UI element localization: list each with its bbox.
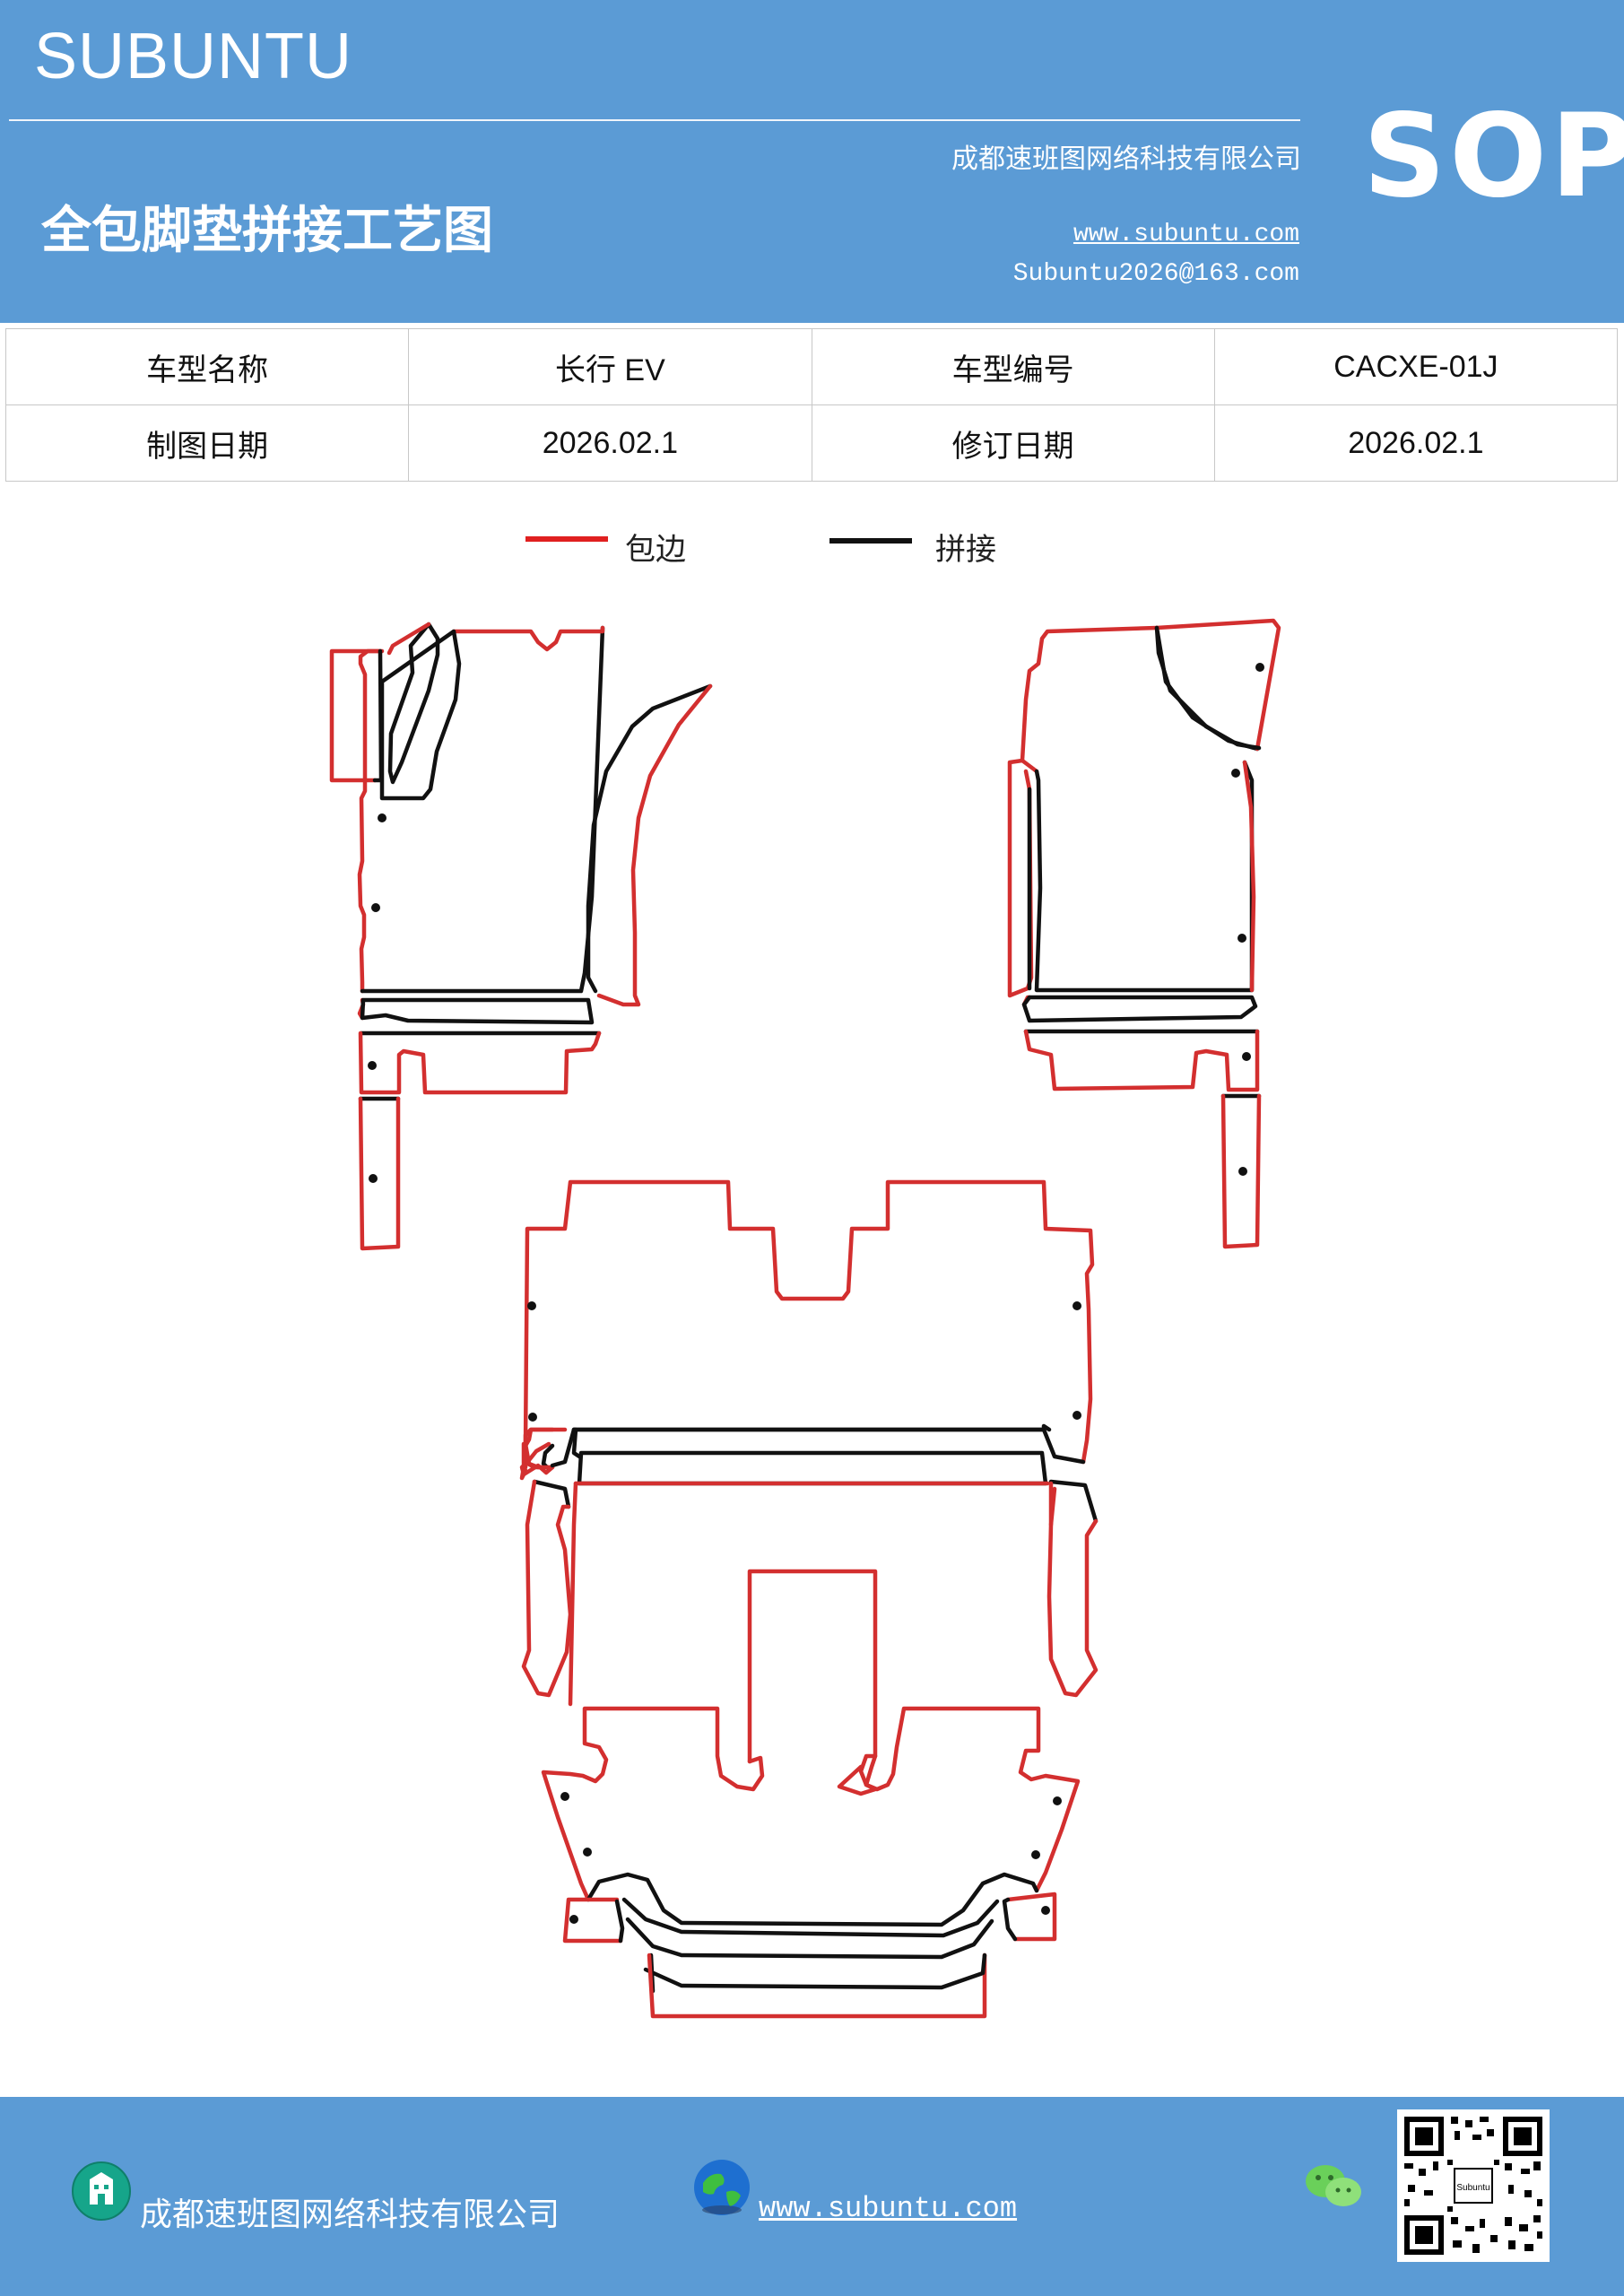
table-cell-label: 修订日期	[811, 404, 1215, 482]
doc-type-label: SOP	[1363, 90, 1624, 223]
rear-mat-upper	[519, 1179, 1095, 1486]
table-cell-label: 制图日期	[4, 404, 410, 482]
table-cell-value: 长行 EV	[408, 328, 812, 405]
legend-label-edge: 包边	[625, 532, 686, 568]
table-row: 车型名称 长行 EV 车型编号 CACXE-01J	[4, 328, 1619, 405]
table-cell-value: 2026.02.1	[1213, 404, 1619, 482]
rear-mat-lower	[521, 1479, 1099, 2019]
legend-swatch-edge	[525, 536, 608, 542]
table-row: 制图日期 2026.02.1 修订日期 2026.02.1	[4, 404, 1619, 482]
page-title: 全包脚垫拼接工艺图	[41, 201, 493, 260]
brand-name: SUBUNTU	[34, 21, 353, 92]
left-front-mat	[329, 622, 713, 1251]
right-front-mat	[1007, 618, 1281, 1249]
header-divider	[9, 119, 1300, 121]
footer-website-link[interactable]: www.subuntu.com	[759, 2192, 1018, 2225]
legend-swatch-seam	[829, 538, 912, 544]
legend-label-seam: 拼接	[935, 532, 996, 568]
table-cell-label: 车型名称	[4, 328, 410, 405]
svg-text:Subuntu: Subuntu	[1456, 2183, 1489, 2193]
header-email: Subuntu2026@163.com	[1012, 260, 1299, 288]
vehicle-info-table: 车型名称 长行 EV 车型编号 CACXE-01J 制图日期 2026.02.1…	[4, 328, 1619, 482]
wechat-icon	[1306, 2165, 1361, 2206]
header-banner	[0, 0, 1624, 323]
building-icon	[72, 2161, 131, 2221]
table-cell-value: 2026.02.1	[408, 404, 812, 482]
table-cell-value: CACXE-01J	[1213, 328, 1619, 405]
footer-company: 成都速班图网络科技有限公司	[140, 2196, 560, 2233]
globe-icon	[694, 2160, 750, 2215]
header-website-link[interactable]: www.subuntu.com	[1073, 221, 1299, 248]
header-company: 成都速班图网络科技有限公司	[951, 144, 1301, 175]
table-cell-label: 车型编号	[811, 328, 1215, 405]
qr-code[interactable]: Subuntu	[1397, 2109, 1550, 2262]
